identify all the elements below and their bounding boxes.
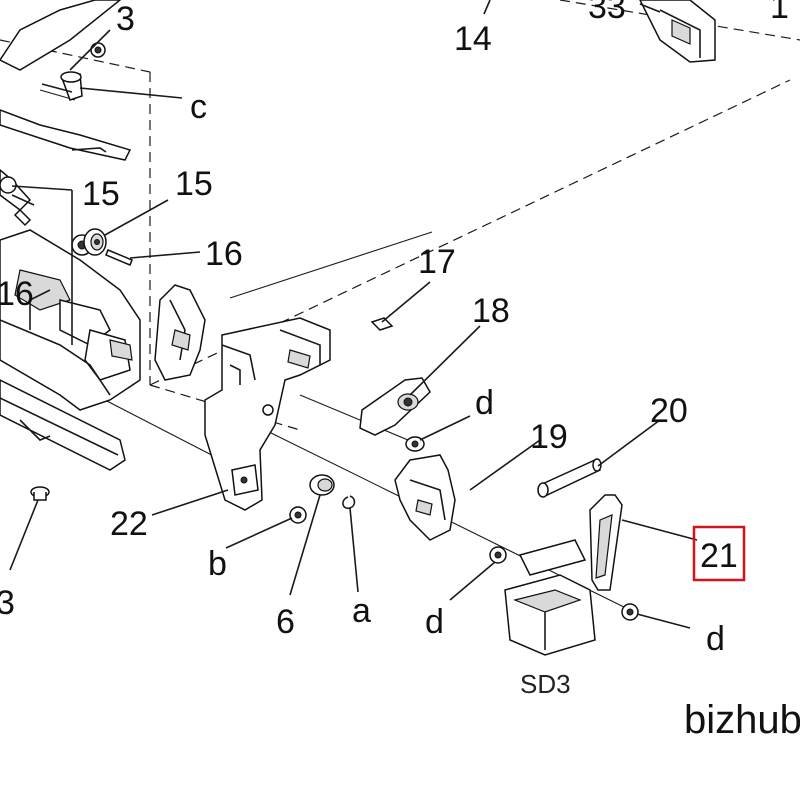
callout-c: c bbox=[190, 88, 207, 126]
callout-3-bottom: 3 bbox=[0, 584, 15, 622]
bracket-part-22 bbox=[204, 317, 331, 511]
small-bracket bbox=[154, 284, 206, 381]
callout-21-highlight-box bbox=[692, 525, 746, 582]
callout-16-left: 16 bbox=[0, 275, 34, 313]
callout-21: 21 bbox=[700, 537, 738, 575]
solenoid-sd3 bbox=[504, 539, 596, 656]
roller-part-15 bbox=[83, 228, 107, 256]
callout-19: 19 bbox=[530, 418, 568, 456]
bracket-part-19 bbox=[394, 454, 456, 541]
actuator-part-21 bbox=[589, 494, 623, 591]
callout-a: a bbox=[352, 592, 371, 630]
spring-part-20 bbox=[537, 458, 602, 498]
upper-right-assembly bbox=[639, 0, 716, 63]
left-rail bbox=[0, 379, 126, 471]
callout-16-right: 16 bbox=[205, 235, 243, 273]
screw-b bbox=[289, 506, 307, 524]
callout-d-upper: d bbox=[475, 384, 494, 422]
callout-22: 22 bbox=[110, 505, 148, 543]
callout-b: b bbox=[208, 545, 227, 583]
sensor-label-sd3: SD3 bbox=[520, 669, 571, 699]
callout-1: 1 bbox=[770, 0, 789, 26]
callout-20: 20 bbox=[650, 392, 688, 430]
callout-6: 6 bbox=[276, 603, 295, 641]
callout-14: 14 bbox=[454, 20, 492, 58]
leader-lines bbox=[11, 0, 698, 629]
plate-part-17 bbox=[370, 317, 394, 331]
screw-d-upper bbox=[405, 436, 425, 452]
callout-15-left: 15 bbox=[82, 175, 120, 213]
upper-left-frame-assembly bbox=[0, 0, 132, 227]
callout-33: 33 bbox=[588, 0, 626, 26]
callout-3-top: 3 bbox=[116, 0, 135, 38]
callout-d-mid: d bbox=[425, 603, 444, 641]
callout-17: 17 bbox=[418, 243, 456, 281]
callout-18: 18 bbox=[472, 292, 510, 330]
screw-d-mid bbox=[489, 546, 507, 564]
bushing-part-6 bbox=[309, 474, 335, 496]
clip-part-a bbox=[342, 495, 356, 510]
callout-labels: 3 14 33 1 c 15 15 16 16 17 18 d 19 20 21… bbox=[0, 0, 789, 658]
shaft-part-16 bbox=[105, 249, 133, 266]
brand-label: bizhub bbox=[684, 698, 800, 742]
callout-15-right: 15 bbox=[175, 165, 213, 203]
callout-d-right: d bbox=[706, 620, 725, 658]
screw-d-right bbox=[621, 603, 639, 621]
pin-part-3 bbox=[9, 486, 50, 571]
